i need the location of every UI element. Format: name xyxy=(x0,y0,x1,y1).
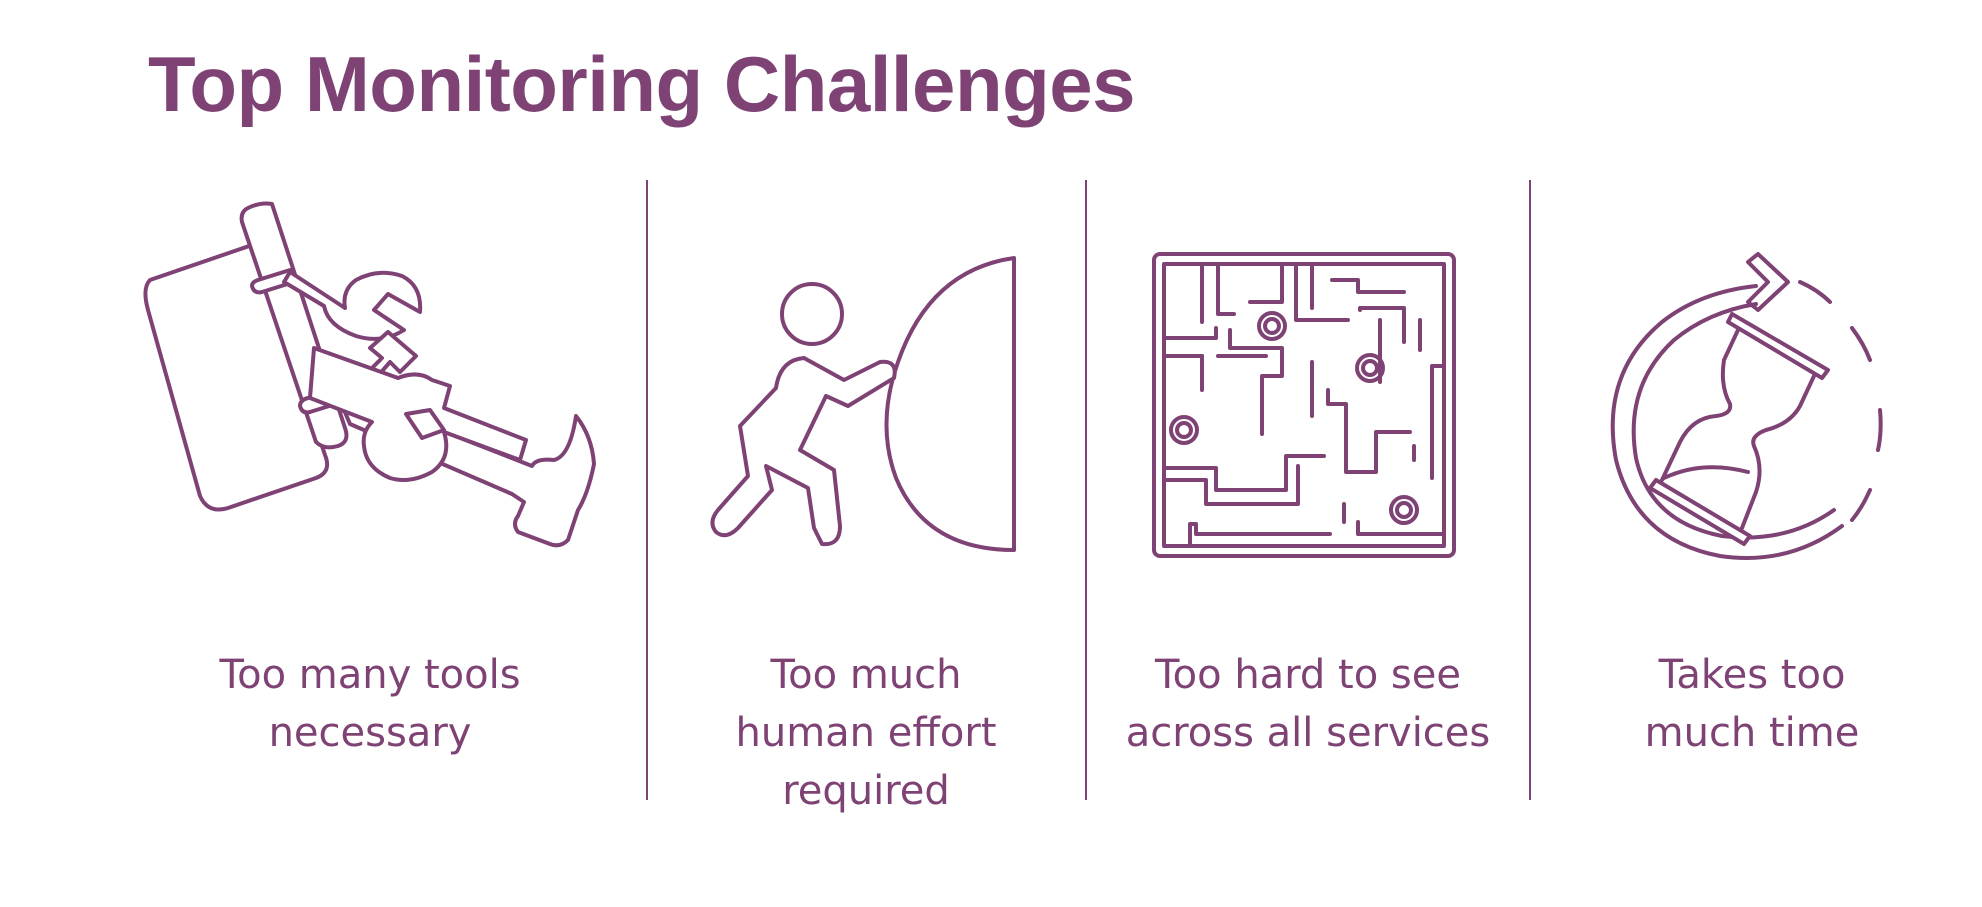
maze-icon xyxy=(1110,210,1506,610)
toolbox-tools-icon xyxy=(120,201,620,610)
challenge-caption: Too hard to see across all services xyxy=(1125,652,1491,756)
challenge-caption: Takes too much time xyxy=(1644,652,1860,756)
challenge-caption: Too many tools necessary xyxy=(219,652,521,756)
hourglass-refresh-icon xyxy=(1552,210,1952,610)
page-title: Top Monitoring Challenges xyxy=(148,40,1136,128)
challenge-tools: Too many tools necessary xyxy=(120,180,620,820)
column-divider xyxy=(646,180,648,800)
challenge-visibility: Too hard to see across all services xyxy=(1110,180,1506,820)
person-pushing-boulder-icon xyxy=(668,210,1064,610)
column-divider xyxy=(1529,180,1531,800)
column-divider xyxy=(1085,180,1087,800)
challenge-time: Takes too much time xyxy=(1552,180,1952,820)
challenge-effort: Too much human effort required xyxy=(668,180,1064,820)
challenge-caption: Too much human effort required xyxy=(735,652,997,814)
